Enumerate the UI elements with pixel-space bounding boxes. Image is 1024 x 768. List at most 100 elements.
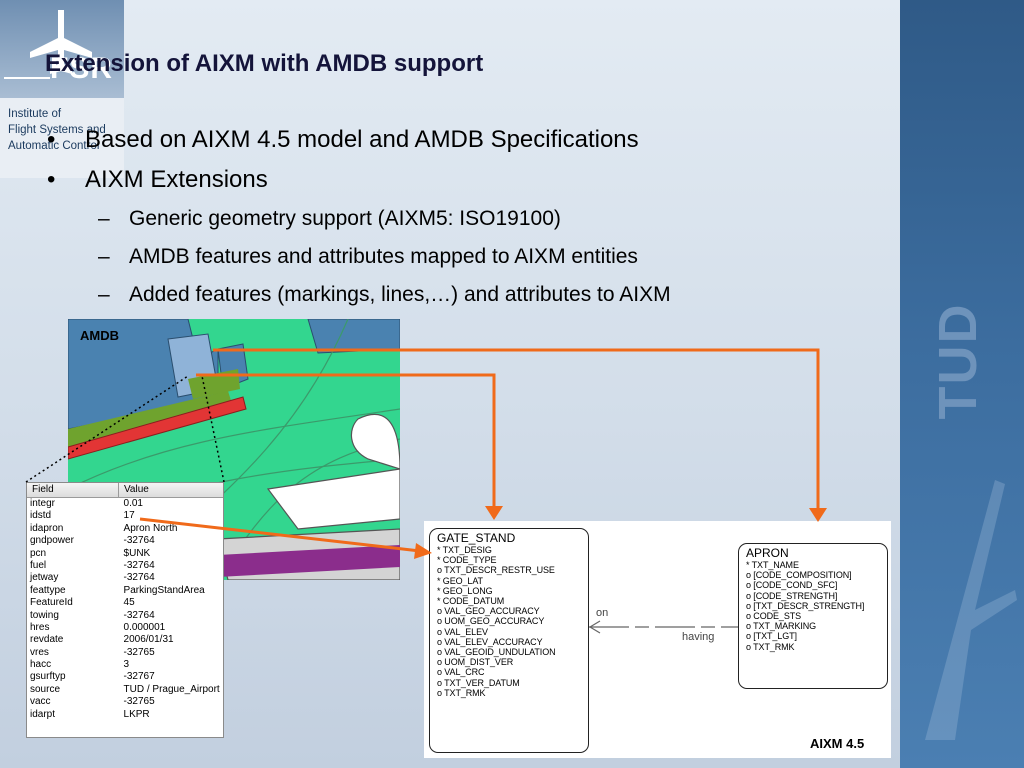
value-cell: $UNK: [123, 547, 151, 559]
bullet-text: AIXM Extensions: [85, 166, 268, 193]
entity-name: GATE_STAND: [437, 531, 516, 545]
bullet-text: Based on AIXM 4.5 model and AMDB Specifi…: [85, 126, 639, 153]
table-row: vacc-32765: [27, 696, 223, 708]
table-row: hres 0.000001: [27, 622, 223, 634]
table-row: fuel-32764: [27, 560, 223, 572]
entity-attribute: o TXT_DESCR_RESTR_USE: [437, 565, 555, 576]
entity-attribute: o TXT_RMK: [746, 641, 795, 652]
field-cell: gsurftyp: [30, 671, 66, 683]
bullet-item: • Based on AIXM 4.5 model and AMDB Speci…: [45, 120, 895, 160]
table-row: FeatureId 45: [27, 597, 223, 609]
field-cell: idstd: [30, 510, 52, 522]
sub-bullet-item: – AMDB features and attributes mapped to…: [45, 238, 895, 276]
institute-line: Flight Systems and: [8, 124, 106, 136]
institute-line: Institute of: [8, 108, 62, 120]
value-cell: ParkingStandArea: [123, 584, 205, 596]
field-cell: vres: [30, 646, 49, 658]
entity-name: APRON: [746, 546, 789, 560]
value-cell: -32764: [123, 535, 155, 547]
entity-attribute: o TXT_VER_DATUM: [437, 677, 520, 688]
table-row: integr 0.01: [27, 498, 223, 510]
column-header-field: Field: [27, 483, 119, 497]
table-row: idapron Apron North: [27, 523, 223, 535]
table-row: idstd 17: [27, 510, 223, 522]
crowfoot-icon: [588, 620, 601, 634]
entity-attribute: o CODE_STS: [746, 611, 802, 622]
entity-attribute: o VAL_ELEV_ACCURACY: [437, 636, 543, 647]
entity-attribute: o [TXT_LGT]: [746, 631, 797, 642]
attribute-table: Field Value integr 0.01 idstd 17 idapron Apro…: [26, 482, 224, 738]
value-cell: 45: [123, 597, 135, 609]
table-row: pcn$UNK: [27, 548, 223, 560]
institute-name: Institute of Flight Systems and Automati…: [0, 98, 124, 178]
field-cell: revdate: [30, 634, 64, 646]
field-cell: jetway: [30, 572, 59, 584]
bullet-marker: •: [47, 166, 56, 193]
tud-side-text: TUD: [928, 302, 988, 420]
field-cell: integr: [30, 498, 56, 509]
logo-text: FSR: [50, 52, 113, 85]
bullet-marker: •: [47, 126, 56, 153]
field-cell: hres: [30, 621, 50, 633]
sub-bullet-text: Generic geometry support (AIXM5: ISO1910…: [129, 207, 561, 230]
entity-attribute: o VAL_CRC: [437, 667, 485, 678]
table-row: gndpower -32764: [27, 535, 223, 547]
value-cell: -32767: [123, 671, 155, 683]
entity-attribute: o VAL_ELEV: [437, 626, 488, 637]
entity-attribute: * CODE_DATUM: [437, 596, 505, 607]
entity-attribute: * TXT_NAME: [746, 560, 799, 570]
bullet-item: • AIXM Extensions: [45, 160, 895, 200]
entity-attribute: * TXT_DESIG: [437, 545, 492, 555]
sub-bullet-item: – Generic geometry support (AIXM5: ISO19…: [45, 200, 895, 238]
table-row: revdate 2006/01/31: [27, 634, 223, 646]
table-row: towing-32764: [27, 610, 223, 622]
aixm-version-label: AIXM 4.5: [810, 736, 865, 751]
value-cell: 3: [123, 659, 130, 671]
relation-label-on: on: [596, 607, 609, 619]
table-row: jetway -32764: [27, 572, 223, 584]
field-cell: gndpower: [30, 535, 74, 547]
table-row: hacc 3: [27, 659, 223, 671]
fsr-logo: FSR: [0, 0, 124, 98]
value-cell: Apron North: [123, 522, 178, 534]
value-cell: TUD / Prague_Airport: [123, 683, 220, 695]
bullet-list: • Based on AIXM 4.5 model and AMDB Speci…: [45, 120, 895, 314]
branding-sidebar: [900, 0, 1024, 768]
entity-attribute: o TXT_MARKING: [746, 621, 817, 632]
slide-title: Extension of AIXM with AMDB support: [45, 50, 484, 77]
value-cell: LKPR: [123, 708, 150, 720]
sub-bullet-text: Added features (markings, lines,…) and a…: [129, 283, 671, 306]
value-cell: -32764: [123, 609, 155, 621]
field-cell: hacc: [30, 659, 52, 671]
value-cell: 0.01: [123, 498, 143, 509]
table-row: source TUD / Prague_Airport: [27, 684, 223, 696]
field-cell: fuel: [30, 559, 47, 571]
entity-attribute: * GEO_LAT: [437, 575, 483, 586]
arrow-head-icon: [809, 508, 827, 522]
table-header: Field Value: [27, 483, 223, 498]
value-cell: 17: [123, 510, 135, 522]
value-cell: 0.000001: [123, 621, 166, 633]
entity-attribute: o [CODE_STRENGTH]: [746, 590, 838, 601]
field-cell: idapron: [30, 522, 64, 534]
field-cell: source: [30, 683, 61, 695]
table-row: feattype ParkingStandArea: [27, 585, 223, 597]
entity-attribute: * CODE_TYPE: [437, 555, 497, 566]
sub-bullet-text: AMDB features and attributes mapped to A…: [129, 245, 638, 268]
relation-line: [588, 620, 738, 634]
table-row: gsurftyp -32767: [27, 671, 223, 683]
field-cell: FeatureId: [30, 597, 73, 609]
value-cell: 2006/01/31: [123, 634, 174, 646]
field-cell: feattype: [30, 584, 66, 596]
entity-attribute: o [TXT_DESCR_STRENGTH]: [746, 600, 865, 611]
field-cell: vacc: [30, 696, 51, 708]
institute-line: Automatic Control: [8, 140, 100, 152]
airplane-logo-icon: [4, 10, 92, 79]
value-cell: -32764: [123, 572, 155, 584]
entity-attribute: o TXT_RMK: [437, 687, 486, 698]
table-row: vres-32765: [27, 647, 223, 659]
